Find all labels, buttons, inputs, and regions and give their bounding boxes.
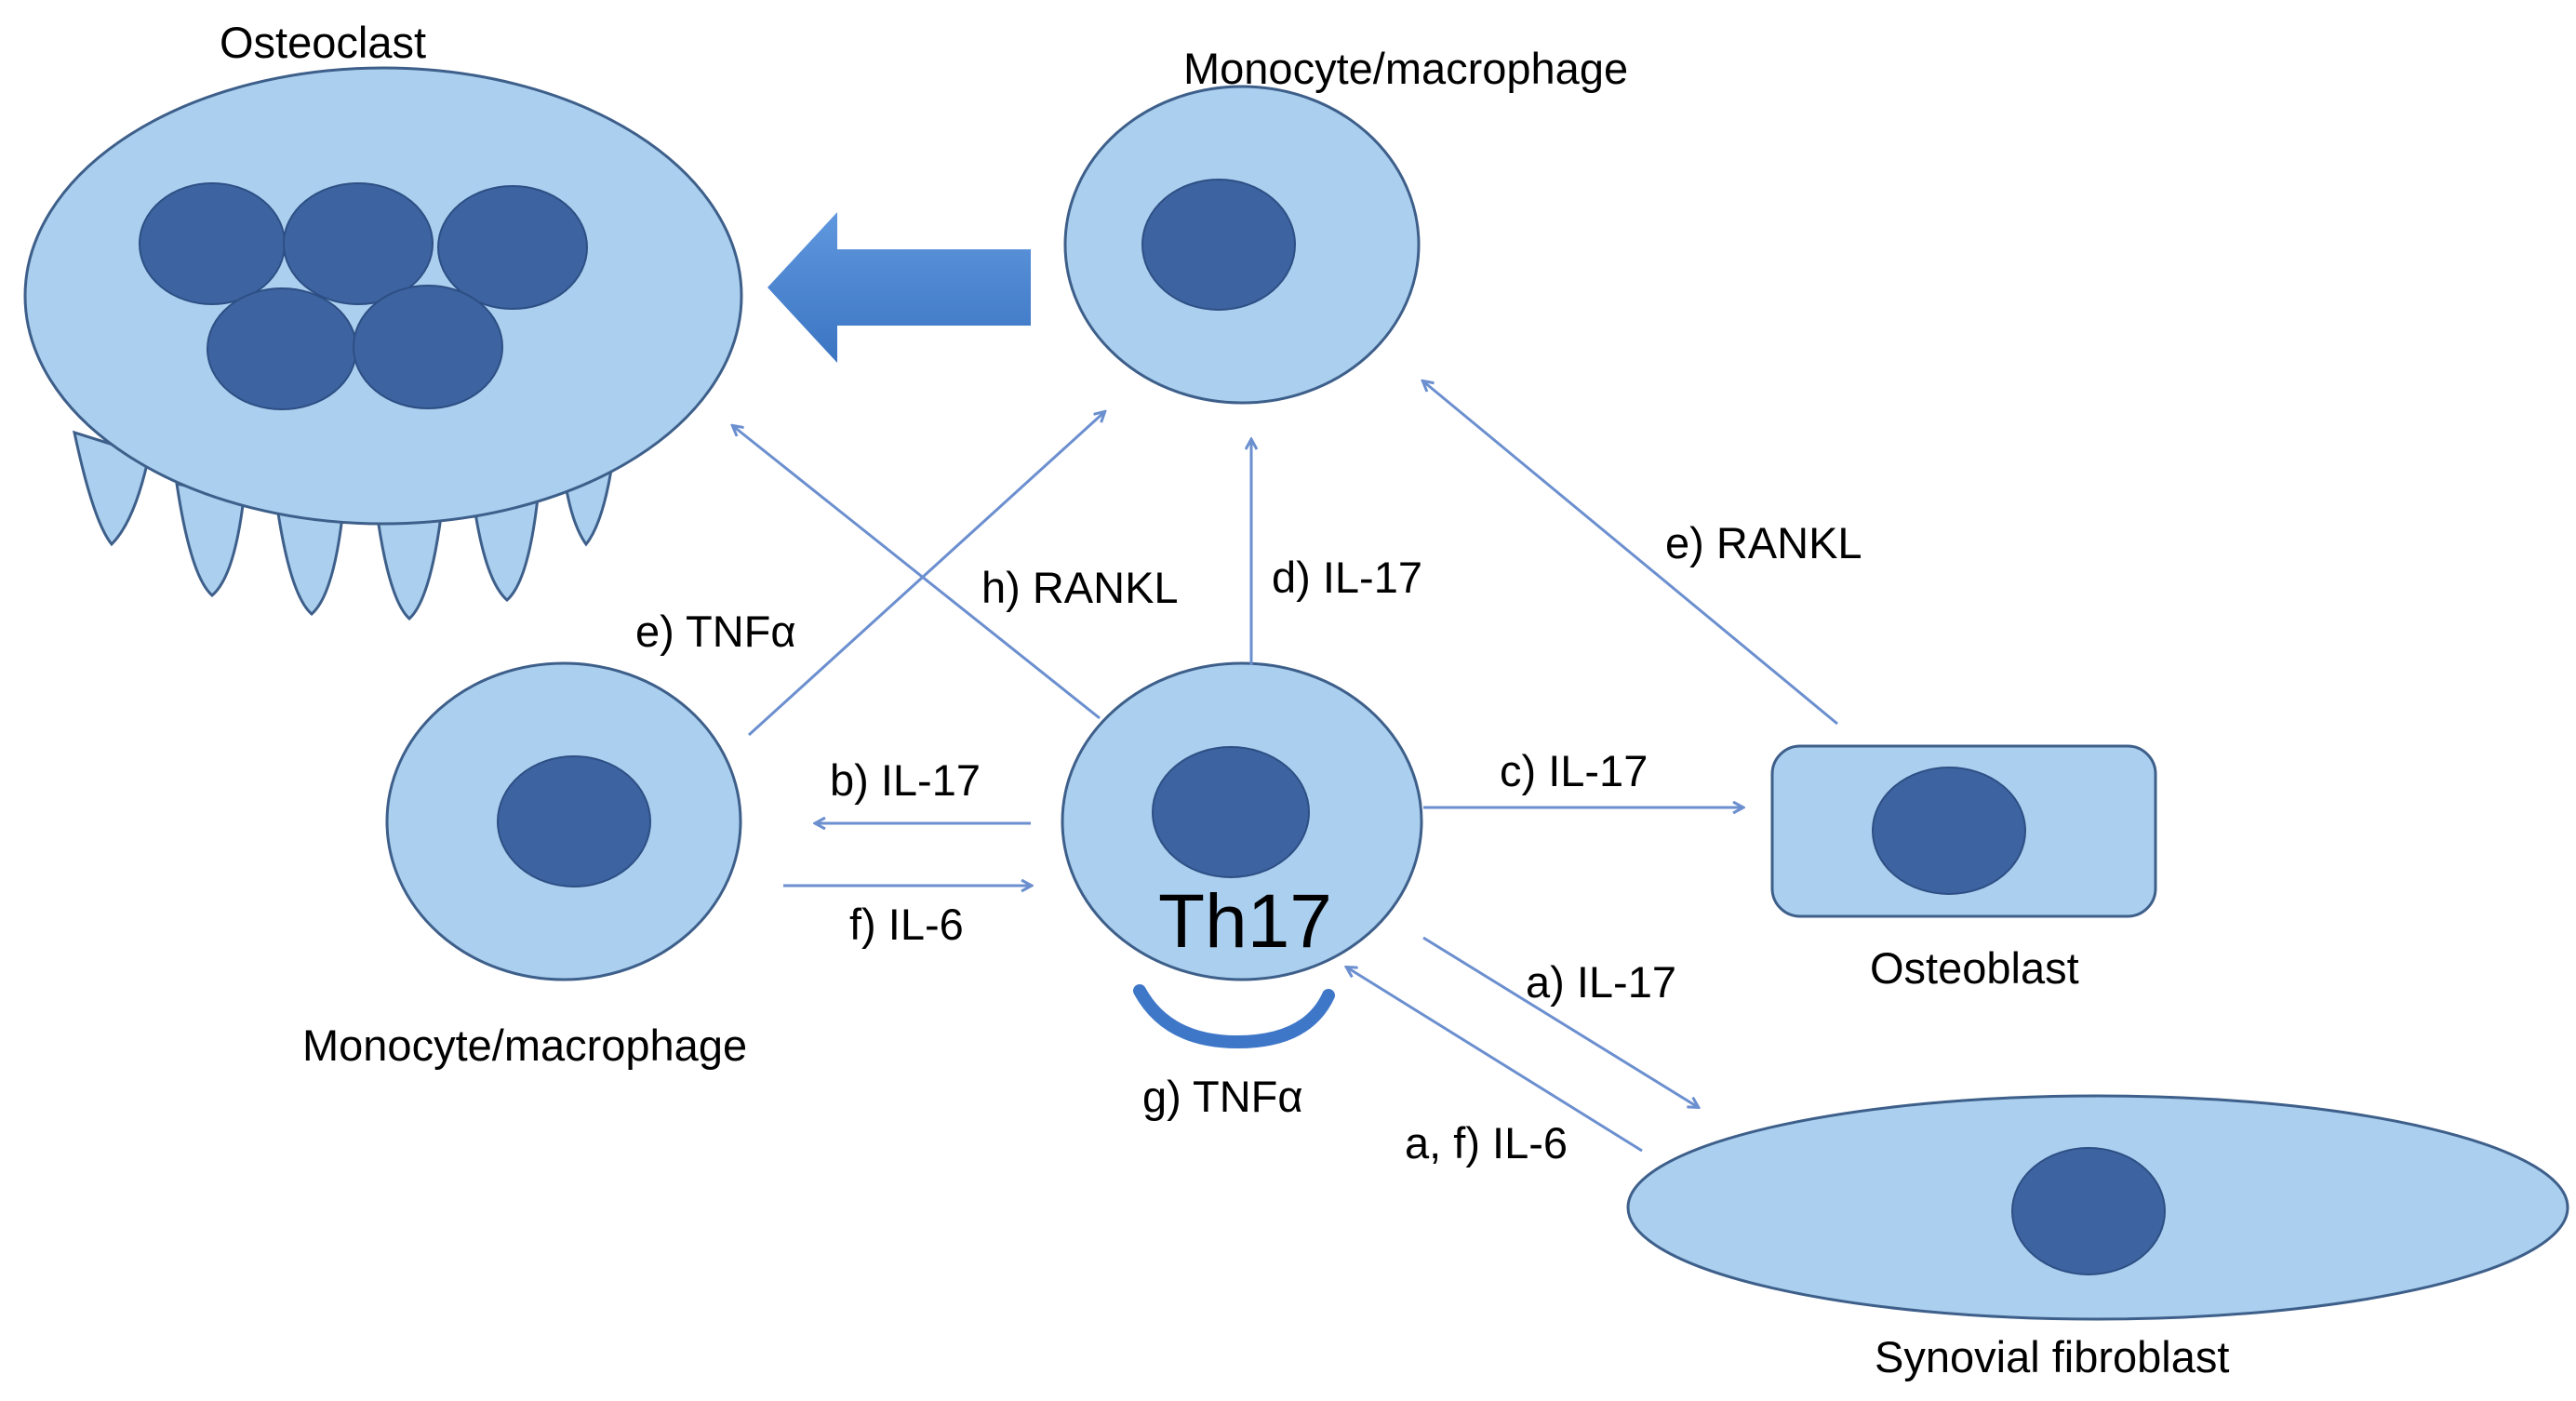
label-af-il6: a, f) IL-6 xyxy=(1405,1118,1568,1168)
arrow-g-tnfa-autocrine xyxy=(1133,984,1335,1049)
label-c-il17: c) IL-17 xyxy=(1500,746,1648,795)
osteoblast-label: Osteoblast xyxy=(1870,943,2079,993)
monocyte-left-nucleus xyxy=(497,755,651,887)
arrow-a-il17 xyxy=(1422,936,1698,1107)
monocyte-top-nucleus xyxy=(1141,179,1296,311)
label-e-rankl: e) RANKL xyxy=(1665,518,1862,567)
osteoblast-cell xyxy=(1770,744,2157,918)
th17-nucleus xyxy=(1152,746,1310,878)
label-a-il17: a) IL-17 xyxy=(1526,957,1676,1007)
differentiation-arrow xyxy=(767,212,1031,363)
osteoclast-nucleus xyxy=(437,185,588,310)
th17-label: Th17 xyxy=(1158,879,1332,964)
label-f-il6: f) IL-6 xyxy=(849,900,964,949)
osteoclast-nucleus xyxy=(139,182,286,305)
label-g-tnfa: g) TNFα xyxy=(1142,1072,1303,1121)
synovial-fibroblast-cell xyxy=(1626,1094,2569,1321)
osteoclast-cell xyxy=(23,66,743,621)
osteoclast-foot xyxy=(375,510,443,621)
synovial-fibroblast-label: Synovial fibroblast xyxy=(1875,1332,2229,1381)
th17-cell xyxy=(1061,661,1423,981)
osteoclast-foot xyxy=(473,496,540,602)
label-h-rankl: h) RANKL xyxy=(981,563,1179,612)
arrow-e-rankl xyxy=(1423,381,1838,726)
label-d-il17: d) IL-17 xyxy=(1272,553,1422,602)
monocyte-top-label: Monocyte/macrophage xyxy=(1183,44,1628,93)
monocyte-left-cell xyxy=(385,661,742,981)
osteoclast-nucleus xyxy=(353,285,503,409)
osteoclast-label: Osteoclast xyxy=(220,18,426,67)
osteoclast-foot xyxy=(73,430,151,547)
arrow-h-rankl xyxy=(733,426,1101,720)
osteoclast-nucleus xyxy=(283,182,434,305)
osteoclast-nucleus xyxy=(207,287,357,410)
arrow-e-tnfa xyxy=(747,412,1104,737)
monocyte-top-cell xyxy=(1063,85,1421,405)
label-e-tnfa: e) TNFα xyxy=(635,607,796,656)
synovial-fibroblast-nucleus xyxy=(2011,1147,2166,1275)
monocyte-left-label: Monocyte/macrophage xyxy=(302,1021,747,1070)
osteoclast-foot xyxy=(275,505,344,616)
osteoblast-nucleus xyxy=(1872,767,2026,895)
osteoclast-foot xyxy=(175,482,246,597)
label-b-il17: b) IL-17 xyxy=(830,755,981,805)
arrow-af-il6 xyxy=(1347,967,1643,1153)
